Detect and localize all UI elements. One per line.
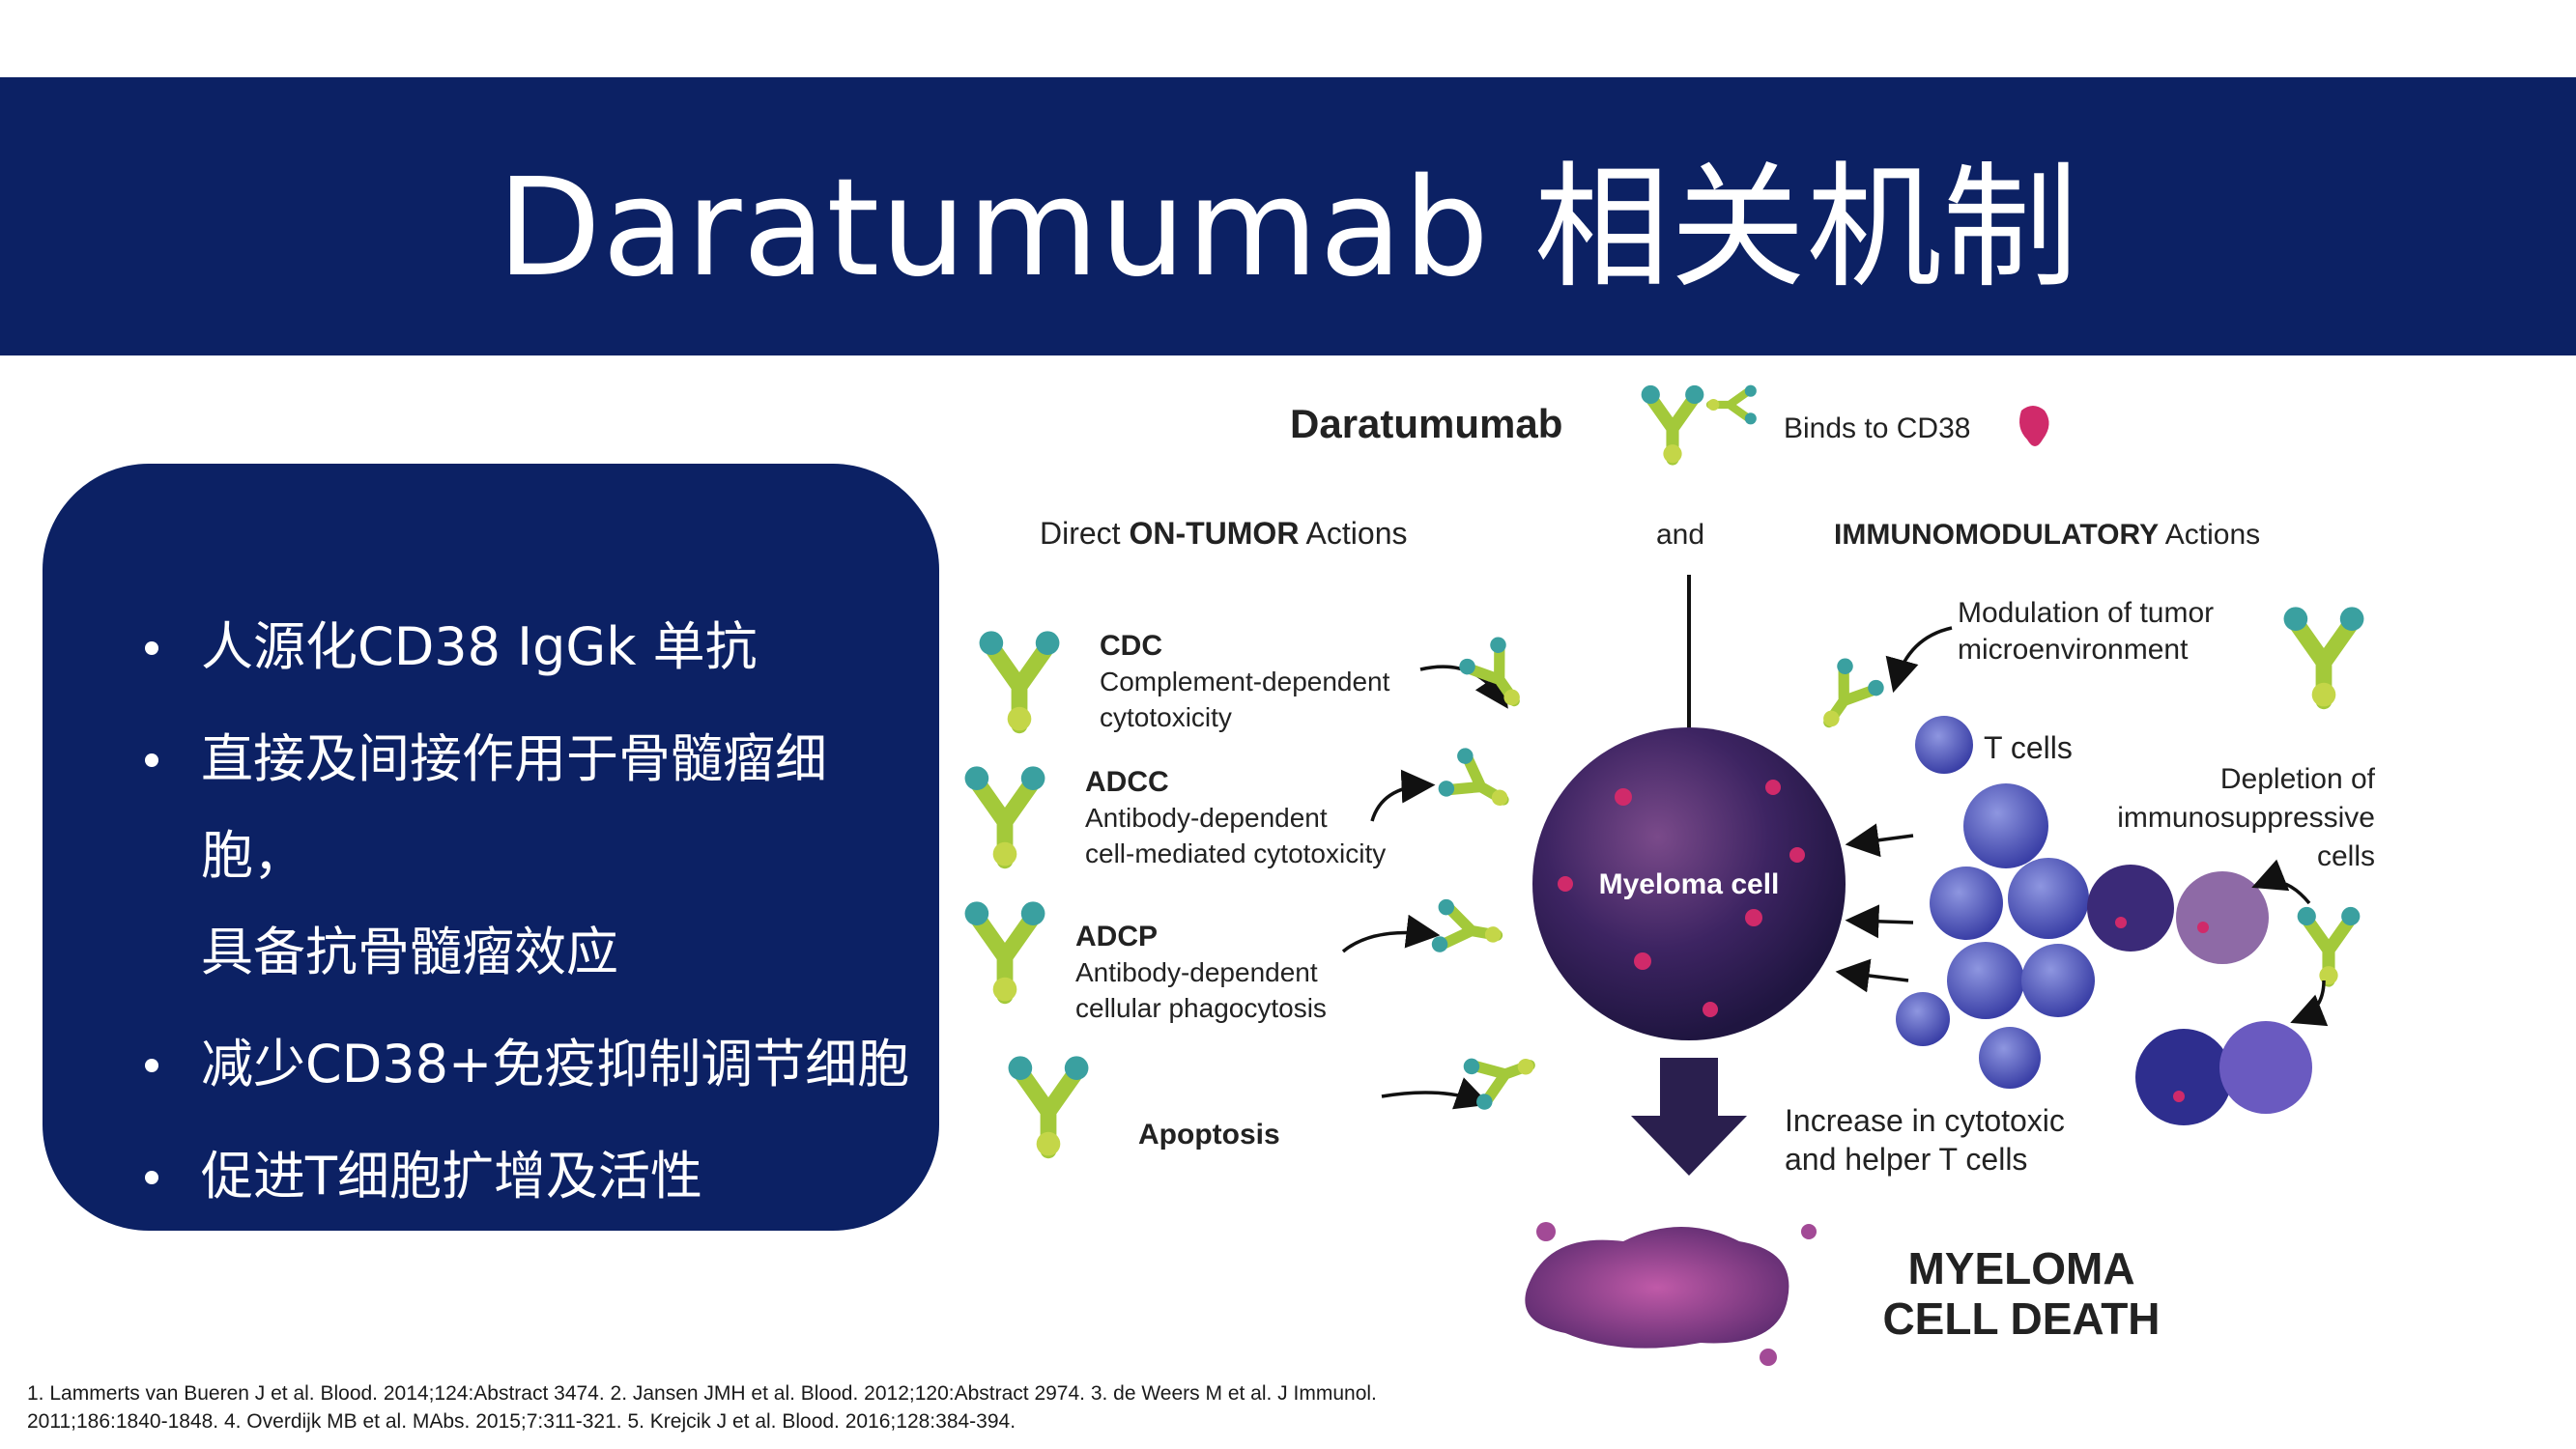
antibody-icon	[1436, 745, 1521, 825]
antibody-icon	[1642, 385, 1704, 464]
cdc-title: CDC	[1100, 630, 1162, 662]
dead-cell-icon	[1525, 1227, 1789, 1349]
antibody-icon	[1461, 1038, 1542, 1112]
adcc-desc-line2: cell-mediated cytotoxicity	[1085, 838, 1386, 868]
binds-cd38-label: Binds to CD38	[1784, 412, 1970, 444]
arrow-icon	[1370, 769, 1436, 822]
reference-line: 1. Lammerts van Bueren J et al. Blood. 2…	[27, 1382, 1377, 1405]
title-bar: Daratumumab 相关机制	[0, 77, 2576, 355]
direct-actions-label: Direct ON-TUMOR Actions	[1040, 516, 1407, 551]
antibody-icon	[965, 766, 1045, 866]
arrow-icon	[1341, 914, 1441, 953]
bullet-text: 减少CD38+免疫抑制调节细胞	[201, 1034, 910, 1094]
bullet-text: 人源化CD38 IgGk 单抗	[201, 616, 758, 677]
antibody-icon	[965, 901, 1045, 1001]
arrow-icon	[1845, 904, 1914, 939]
slide-title: Daratumumab 相关机制	[497, 150, 2079, 307]
arrow-icon	[1381, 1077, 1490, 1110]
depletion-label-line2: immunosuppressive	[2117, 802, 2375, 834]
t-cell-icon	[1915, 716, 1973, 774]
references: 1. Lammerts van Bueren J et al. Blood. 2…	[27, 1379, 1515, 1435]
bullet-dot-icon	[145, 641, 158, 655]
bullet-text: 直接及间接作用于骨髓瘤细胞，	[201, 728, 827, 886]
bullet-text: 促进T细胞扩增及活性	[201, 1146, 702, 1207]
antibody-icon	[1805, 655, 1887, 740]
t-cell-icon	[2021, 944, 2095, 1017]
bullet-dot-icon	[145, 1059, 158, 1072]
t-cell-icon	[1930, 867, 2003, 940]
and-label: and	[1656, 519, 1704, 551]
adcp-desc-line1: Antibody-dependent	[1075, 957, 1318, 987]
t-cell-icon	[1947, 942, 2024, 1019]
adcc-title: ADCC	[1085, 766, 1169, 798]
cdc-desc-line2: cytotoxicity	[1100, 702, 1232, 732]
arrow-icon	[1885, 626, 1953, 694]
cell-death-line1: MYELOMA	[1907, 1243, 2134, 1293]
myeloma-cell-icon	[1532, 727, 1846, 1040]
t-cell-icon	[1963, 783, 2048, 868]
adcp-title: ADCP	[1075, 921, 1158, 952]
antibody-icon	[1009, 1056, 1089, 1155]
bullet-item: 人源化CD38 IgGk 单抗	[97, 599, 910, 696]
antibody-icon	[1430, 898, 1505, 963]
bullet-item: 直接及间接作用于骨髓瘤细胞，	[97, 711, 910, 904]
immunosuppressive-cell-icon	[2176, 871, 2269, 964]
bullet-text: 具备抗骨髓瘤效应	[201, 922, 618, 982]
bullet-dot-icon	[145, 1171, 158, 1184]
bullet-item: 减少CD38+免疫抑制调节细胞	[97, 1016, 910, 1113]
increase-label-line1: Increase in cytotoxic	[1785, 1103, 2065, 1138]
immunomodulatory-label: IMMUNOMODULATORY Actions	[1834, 519, 2260, 551]
arrow-icon	[1631, 1058, 1747, 1176]
myeloma-cell-label: Myeloma cell	[1599, 868, 1780, 900]
bullet-item: 促进T细胞扩增及活性	[97, 1128, 910, 1225]
antibody-icon	[1707, 385, 1757, 425]
bullet-continuation: 具备抗骨髓瘤效应	[97, 904, 910, 1001]
adcp-desc-line2: cellular phagocytosis	[1075, 993, 1327, 1023]
apoptosis-label: Apoptosis	[1138, 1119, 1280, 1151]
arrow-icon	[2251, 859, 2311, 905]
antibody-icon	[2298, 907, 2361, 985]
immunosuppressive-cell-icon	[2219, 1021, 2312, 1114]
increase-label-line2: and helper T cells	[1785, 1142, 2027, 1177]
t-cell-icon	[1896, 992, 1950, 1046]
t-cells-label: T cells	[1984, 730, 2073, 765]
cdc-desc-line1: Complement-dependent	[1100, 667, 1390, 696]
bullet-list: 人源化CD38 IgGk 单抗 直接及间接作用于骨髓瘤细胞， 具备抗骨髓瘤效应 …	[97, 599, 910, 1225]
arrow-icon	[2290, 980, 2329, 1027]
reference-line: 2011;186:1840-1848. 4. Overdijk MB et al…	[27, 1410, 1016, 1433]
t-cell-icon	[1979, 1027, 2041, 1089]
depletion-label-line1: Depletion of	[2220, 763, 2376, 795]
antibody-icon	[2284, 607, 2364, 706]
adcc-desc-line1: Antibody-dependent	[1085, 803, 1328, 833]
bullet-dot-icon	[145, 753, 158, 767]
cd38-icon	[2019, 406, 2049, 446]
modulation-label-line1: Modulation of tumor	[1958, 597, 2214, 629]
immunosuppressive-cell-icon	[2135, 1029, 2232, 1125]
immunosuppressive-cell-icon	[2087, 865, 2174, 952]
cell-death-line2: CELL DEATH	[1882, 1293, 2160, 1344]
depletion-label-line3: cells	[2317, 840, 2375, 872]
antibody-icon	[1456, 634, 1538, 719]
modulation-label-line2: microenvironment	[1958, 634, 2189, 666]
antibody-icon	[980, 631, 1060, 730]
t-cell-icon	[2008, 858, 2089, 939]
bullet-panel: 人源化CD38 IgGk 单抗 直接及间接作用于骨髓瘤细胞， 具备抗骨髓瘤效应 …	[43, 464, 939, 1231]
arrow-icon	[1835, 958, 1909, 993]
drug-name-label: Daratumumab	[1290, 401, 1562, 446]
mechanism-diagram: Daratumumab Binds to CD38 Direct ON-TUMO…	[947, 382, 2376, 1366]
arrow-icon	[1845, 823, 1914, 858]
